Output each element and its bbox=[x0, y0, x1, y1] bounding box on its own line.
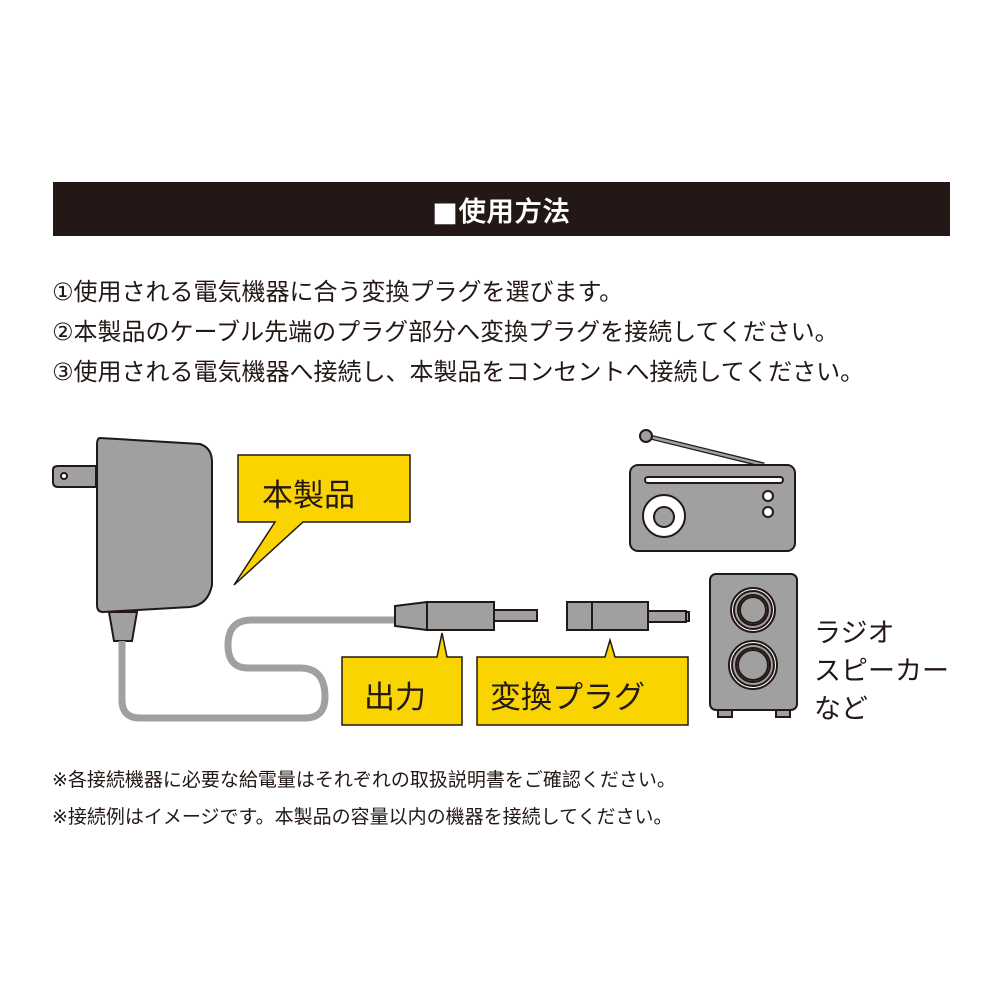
adapter-plug-icon bbox=[566, 601, 690, 631]
device-radio: ラジオ bbox=[814, 618, 895, 649]
notes: ※各接続機器に必要な給電量はそれぞれの取扱説明書をご確認ください。 ※接続例はイ… bbox=[52, 762, 676, 836]
ac-adapter-icon bbox=[52, 436, 213, 642]
step-2: ②本製品のケーブル先端のプラグ部分へ変換プラグを接続してください。 bbox=[52, 318, 839, 346]
adapter-plug-callout bbox=[476, 637, 689, 726]
device-examples: ラジオ スピーカー など bbox=[814, 615, 949, 729]
radio-icon bbox=[629, 429, 796, 552]
speaker-icon bbox=[709, 573, 798, 718]
step-1: ①使用される電気機器に合う変換プラグを選びます。 bbox=[52, 278, 624, 306]
device-etc: など bbox=[814, 694, 868, 725]
product-callout bbox=[233, 454, 411, 586]
cable bbox=[118, 616, 395, 722]
adapter-plug-label: 変換プラグ bbox=[490, 680, 645, 716]
device-speaker: スピーカー bbox=[814, 656, 949, 687]
section-header: ■使用方法 bbox=[53, 182, 950, 236]
output-callout bbox=[341, 632, 463, 726]
instruction-steps: ①使用される電気機器に合う変換プラグを選びます。 ②本製品のケーブル先端のプラグ… bbox=[52, 272, 864, 392]
note-1: ※各接続機器に必要な給電量はそれぞれの取扱説明書をご確認ください。 bbox=[52, 769, 676, 791]
product-label: 本製品 bbox=[262, 478, 355, 514]
note-2: ※接続例はイメージです。本製品の容量以内の機器を接続してください。 bbox=[52, 806, 673, 828]
output-label: 出力 bbox=[364, 680, 426, 716]
step-3: ③使用される電気機器へ接続し、本製品をコンセントへ接続してください。 bbox=[52, 358, 865, 386]
output-plug-icon bbox=[394, 600, 538, 632]
section-title: ■使用方法 bbox=[432, 196, 571, 228]
